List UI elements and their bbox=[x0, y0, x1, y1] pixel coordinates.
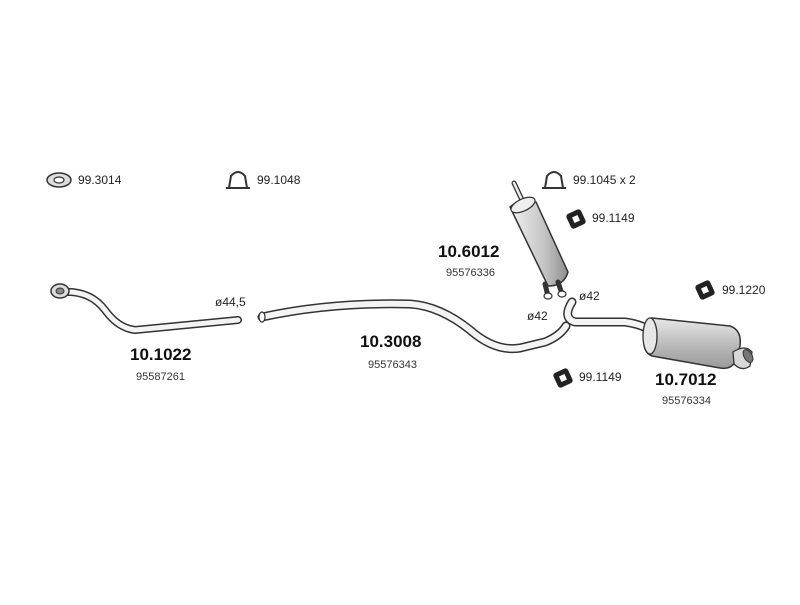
rubber-hanger-icon bbox=[566, 209, 586, 229]
diameter-label: ø42 bbox=[527, 309, 548, 323]
part-number: 10.6012 bbox=[438, 242, 500, 261]
clamp-icon bbox=[542, 171, 566, 189]
hardware-label: 99.1149 bbox=[579, 370, 622, 384]
oem-number: 95576336 bbox=[446, 267, 495, 279]
rear-silencer-body bbox=[642, 317, 742, 370]
part-number: 10.7012 bbox=[655, 370, 717, 389]
diameter-label: ø42 bbox=[579, 289, 600, 303]
hardware-label: 99.3014 bbox=[78, 173, 122, 187]
middle-silencer bbox=[509, 180, 569, 300]
front-flange bbox=[50, 283, 70, 299]
oem-number: 95576343 bbox=[368, 359, 417, 371]
hardware-label: 99.1149 bbox=[592, 211, 635, 225]
intermediate-pipe bbox=[257, 299, 571, 354]
diameter-label: ø44,5 bbox=[215, 295, 246, 309]
oem-number: 95576334 bbox=[662, 395, 711, 407]
part-number: 10.1022 bbox=[130, 345, 192, 364]
rear-silencer-assembly bbox=[563, 297, 754, 370]
rubber-hanger-icon bbox=[553, 368, 573, 388]
part-number: 10.3008 bbox=[360, 332, 422, 351]
front-pipe bbox=[50, 283, 242, 334]
hardware-label: 99.1048 bbox=[257, 173, 301, 187]
oem-number: 95587261 bbox=[136, 371, 185, 383]
rubber-hanger-icon bbox=[695, 280, 715, 300]
flange-gasket-icon bbox=[46, 172, 72, 188]
hardware-label: 99.1045 x 2 bbox=[573, 173, 636, 187]
clamp-icon bbox=[226, 171, 250, 189]
hardware-label: 99.1220 bbox=[722, 283, 766, 297]
